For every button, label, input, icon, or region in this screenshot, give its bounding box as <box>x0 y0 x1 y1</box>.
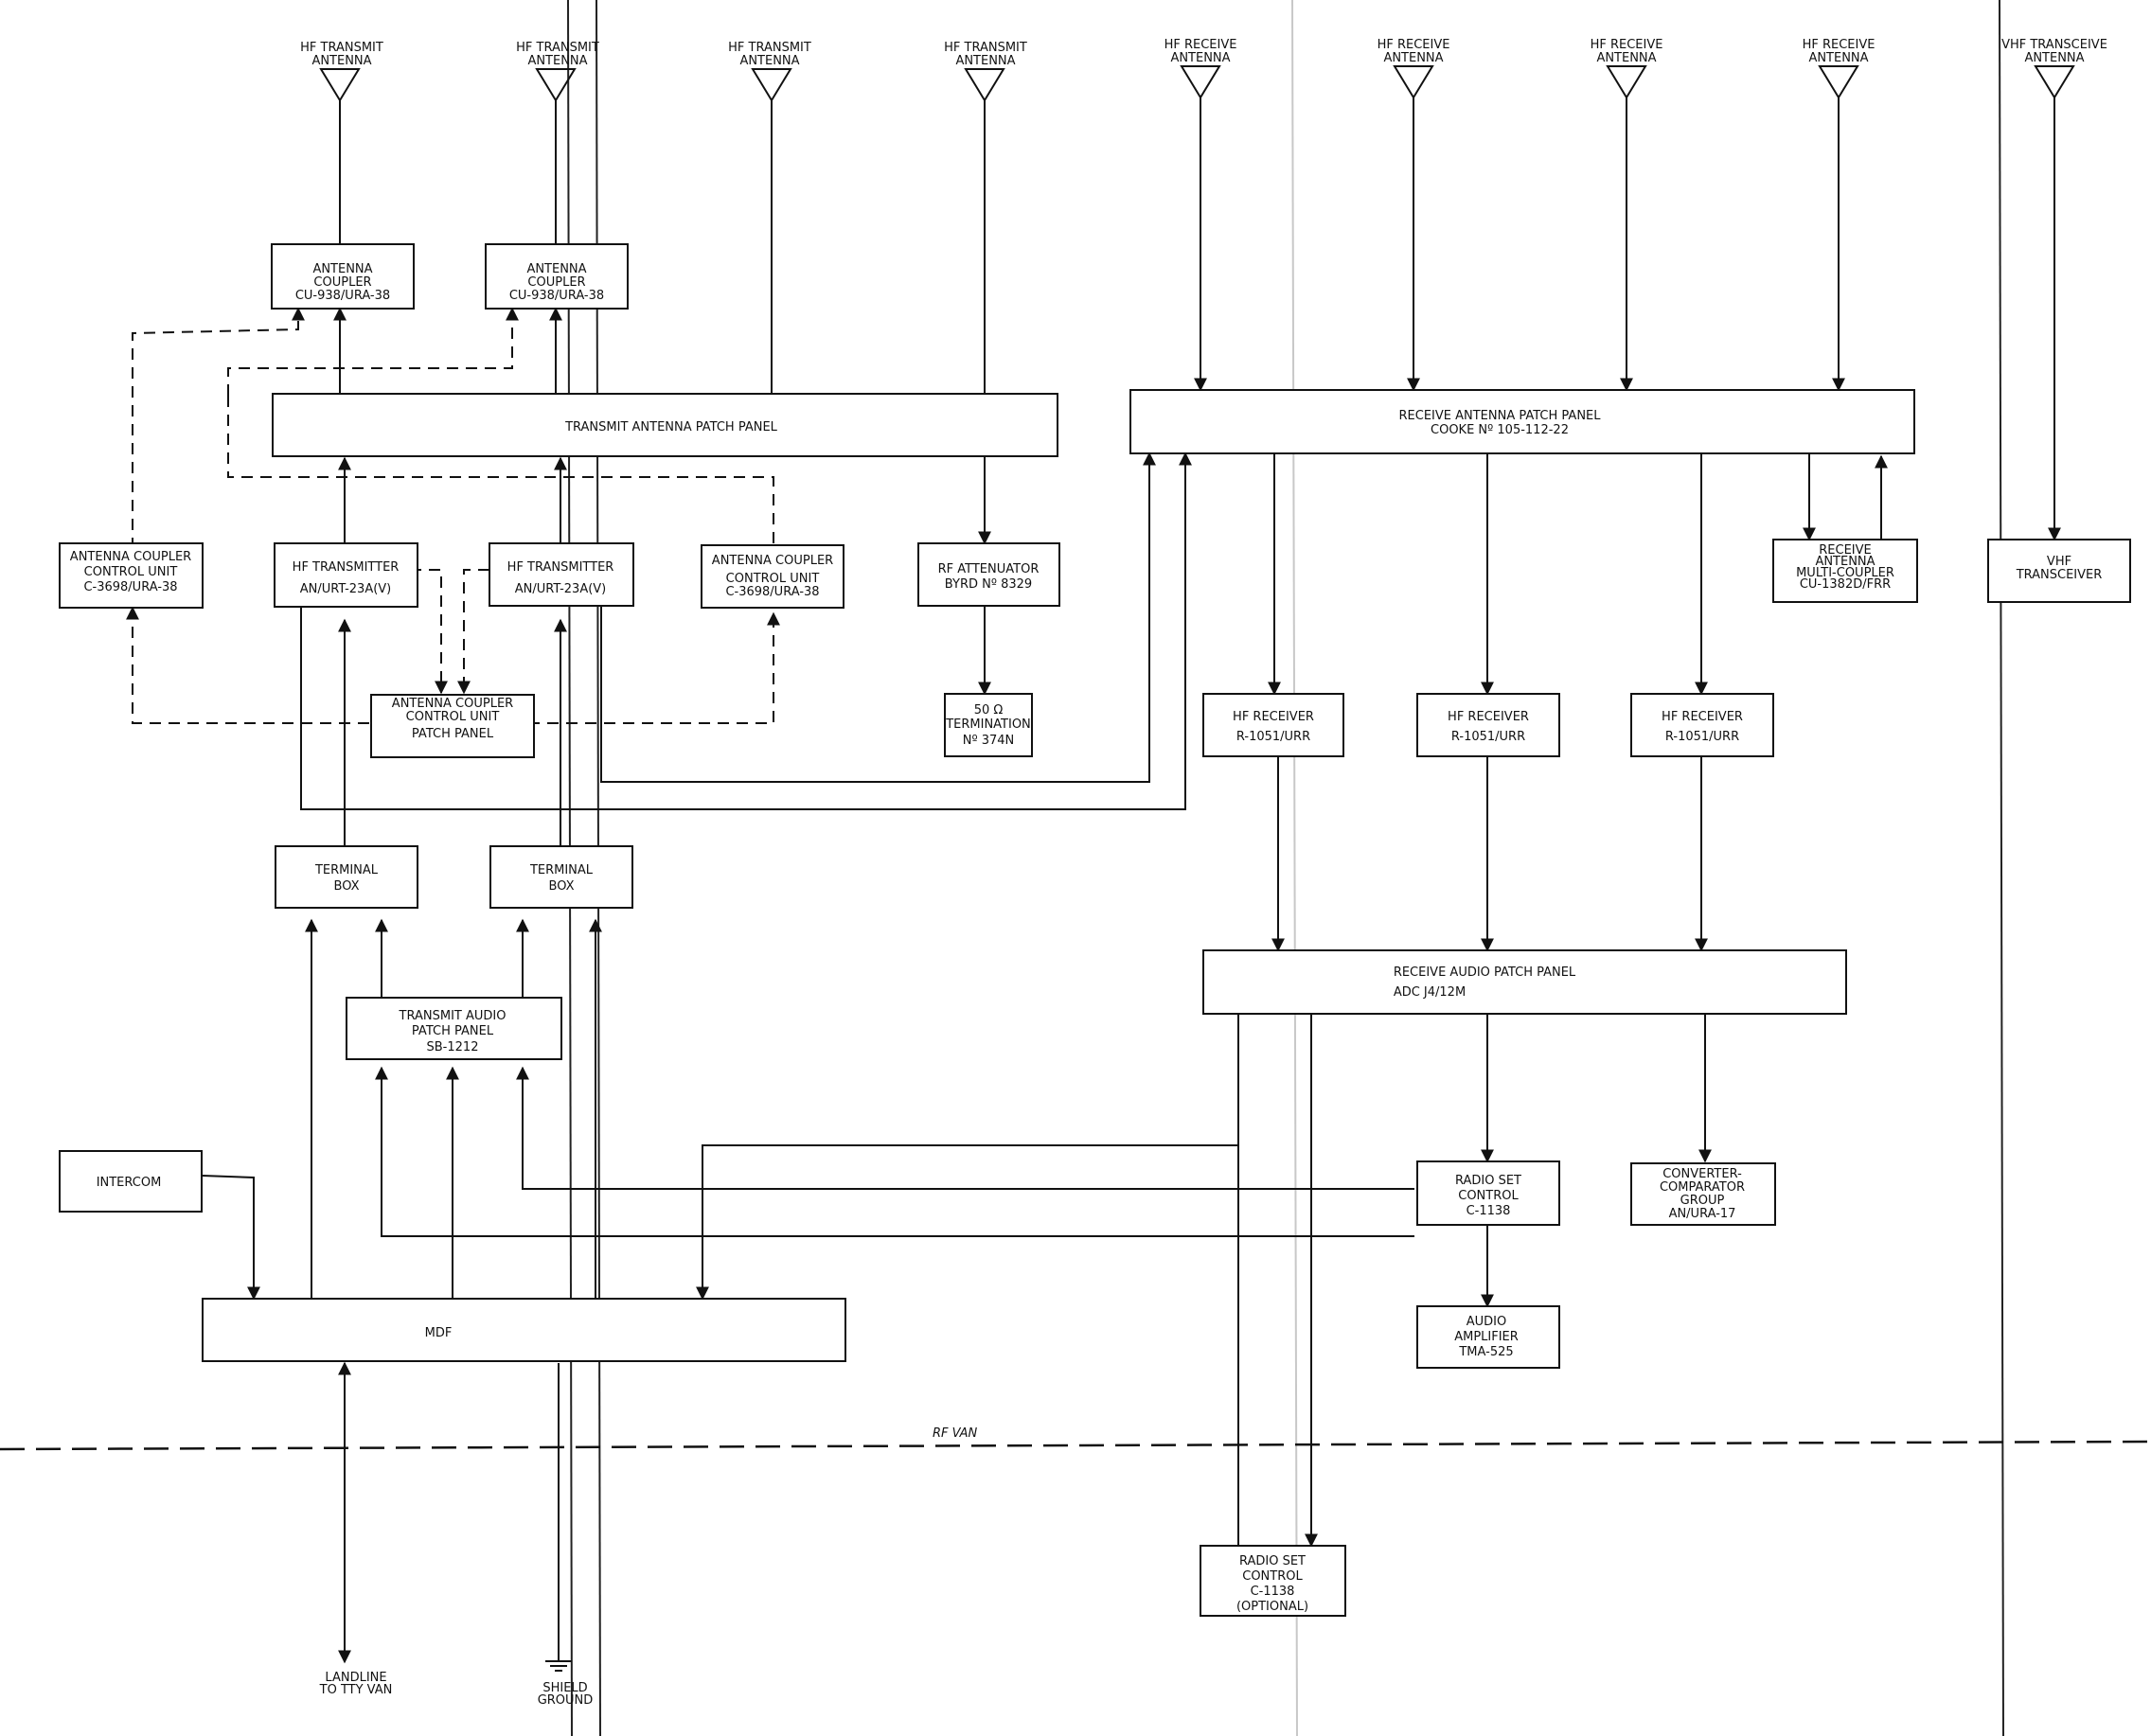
antenna-icon <box>1180 65 1221 99</box>
mdf: MDF <box>202 1298 846 1362</box>
fold-lines <box>567 0 2004 1736</box>
svg-text:INTERCOM: INTERCOM <box>97 1176 162 1190</box>
antenna-icon <box>751 68 792 102</box>
ground-icon <box>545 1660 572 1672</box>
connections <box>202 97 2061 1664</box>
antenna-icon <box>964 68 1005 102</box>
rf-van-boundary <box>0 1440 2151 1451</box>
rf-van-label: RF VAN <box>933 1426 978 1441</box>
svg-text:MDF: MDF <box>425 1326 453 1340</box>
antenna-icon <box>319 68 361 102</box>
antenna-icon <box>1818 65 1859 99</box>
transmit-antenna-patch-panel: TRANSMIT ANTENNA PATCH PANEL <box>272 393 1058 457</box>
antenna-icon <box>2034 65 2075 99</box>
control-connections <box>126 307 780 724</box>
antenna-group <box>319 65 2075 102</box>
intercom: INTERCOM <box>59 1150 203 1213</box>
antenna-icon <box>535 68 577 102</box>
svg-text:TRANSMIT ANTENNA PATCH PANEL: TRANSMIT ANTENNA PATCH PANEL <box>564 420 778 434</box>
antenna-icon <box>1606 65 1647 99</box>
antenna-icon <box>1393 65 1434 99</box>
